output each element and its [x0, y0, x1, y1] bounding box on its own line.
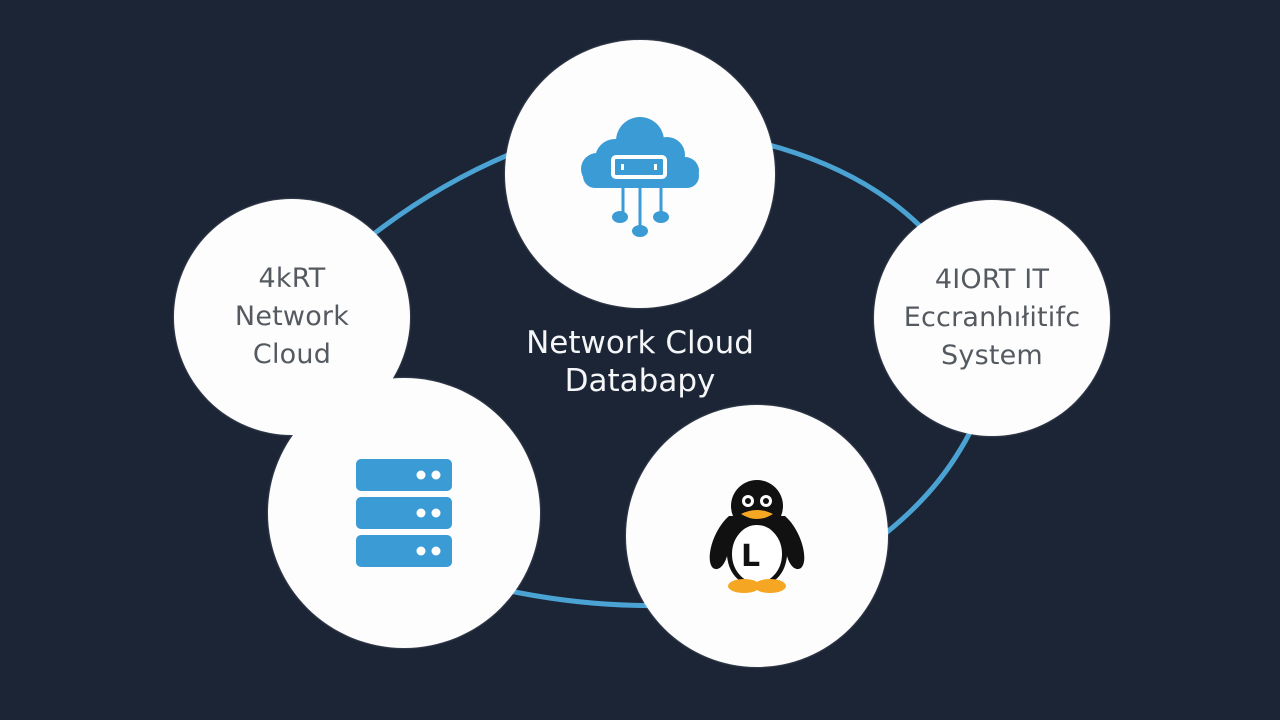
cloud-network-icon [581, 117, 699, 237]
node-right[interactable]: 4IORT IT Eccranhıłitifc System [874, 200, 1110, 436]
node-left-line-3: Cloud [252, 339, 332, 370]
node-right-line-3: System [941, 340, 1043, 371]
node-bottom-left-server[interactable] [268, 378, 540, 648]
node-bottom-right-linux[interactable]: L [626, 405, 888, 667]
node-left-label: 4kRT Network Cloud [235, 260, 349, 374]
center-title-line-2: Databapy [564, 363, 716, 399]
node-left-line-1: 4kRT [258, 263, 326, 294]
node-left-line-2: Network [234, 301, 350, 332]
linux-penguin-icon: L [709, 480, 805, 593]
server-stack-icon [356, 459, 452, 567]
node-top-cloud[interactable] [505, 40, 775, 308]
penguin-letter: L [741, 539, 760, 574]
center-title: Network Cloud Databapy [490, 324, 790, 400]
node-right-line-1: 4IORT IT [934, 264, 1050, 295]
node-right-label: 4IORT IT Eccranhıłitifc System [904, 261, 1081, 375]
center-title-line-1: Network Cloud [526, 325, 754, 361]
node-right-line-2: Eccranhıłitifc [903, 302, 1081, 333]
